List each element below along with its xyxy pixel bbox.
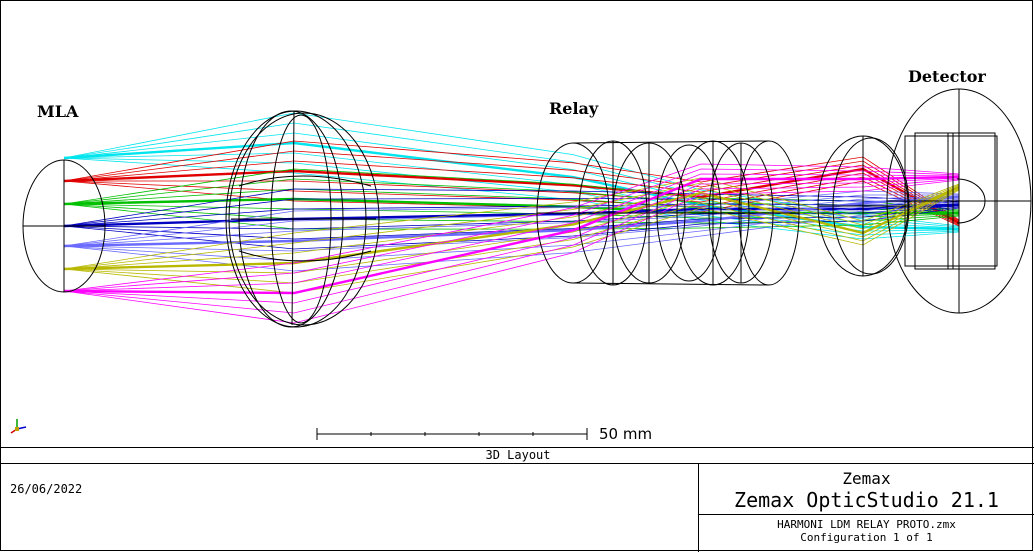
- ray: [63, 190, 960, 247]
- plot-title: 3D Layout: [1, 447, 1034, 464]
- ray-bundles: [63, 112, 960, 324]
- collimator-lens: [225, 110, 380, 328]
- relay-lens-group: [536, 140, 800, 286]
- ray: [63, 198, 960, 262]
- detector-label: Detector: [908, 67, 986, 86]
- date-text: 26/06/2022: [10, 482, 83, 496]
- mla-label: MLA: [37, 102, 79, 121]
- ray: [63, 150, 960, 222]
- ray: [63, 189, 960, 294]
- ray: [63, 173, 960, 292]
- ray: [63, 203, 960, 219]
- ray: [63, 177, 960, 270]
- file-info: HARMONI LDM RELAY PROTO.zmx Configuratio…: [699, 514, 1034, 552]
- optical-elements: [22, 88, 1032, 328]
- mla-element: [22, 159, 106, 293]
- company-name: Zemax: [842, 469, 891, 488]
- ray: [63, 179, 960, 324]
- scale-bar: [316, 428, 588, 440]
- file-name: HARMONI LDM RELAY PROTO.zmx: [777, 518, 956, 531]
- detector-element: [886, 88, 1032, 314]
- layout-canvas: MLA Relay Detector 50 mm: [10, 67, 1032, 443]
- ray: [63, 207, 960, 250]
- ray: [63, 175, 960, 295]
- ray: [63, 185, 960, 271]
- ray: [63, 195, 960, 248]
- scale-bar-label: 50 mm: [599, 425, 652, 443]
- product-name: Zemax OpticStudio 21.1: [734, 488, 999, 512]
- ray: [63, 199, 960, 272]
- ray: [63, 163, 960, 292]
- ray: [63, 182, 960, 270]
- configuration-text: Configuration 1 of 1: [800, 531, 933, 544]
- ray: [63, 140, 960, 221]
- info-box: Zemax Zemax OpticStudio 21.1 HARMONI LDM…: [698, 464, 1034, 552]
- ray: [63, 187, 960, 274]
- layout-plot[interactable]: MLA Relay Detector 50 mm: [1, 1, 1034, 448]
- ray: [63, 168, 960, 292]
- field-lens: [817, 135, 910, 277]
- footer-panel: 26/06/2022 Zemax Zemax OpticStudio 21.1 …: [1, 464, 1034, 553]
- ray: [63, 178, 960, 314]
- relay-label: Relay: [549, 99, 599, 118]
- axes-triad-icon: [10, 419, 27, 434]
- ray: [63, 188, 960, 284]
- ray: [63, 195, 960, 247]
- ray: [63, 160, 960, 223]
- ray: [63, 177, 960, 304]
